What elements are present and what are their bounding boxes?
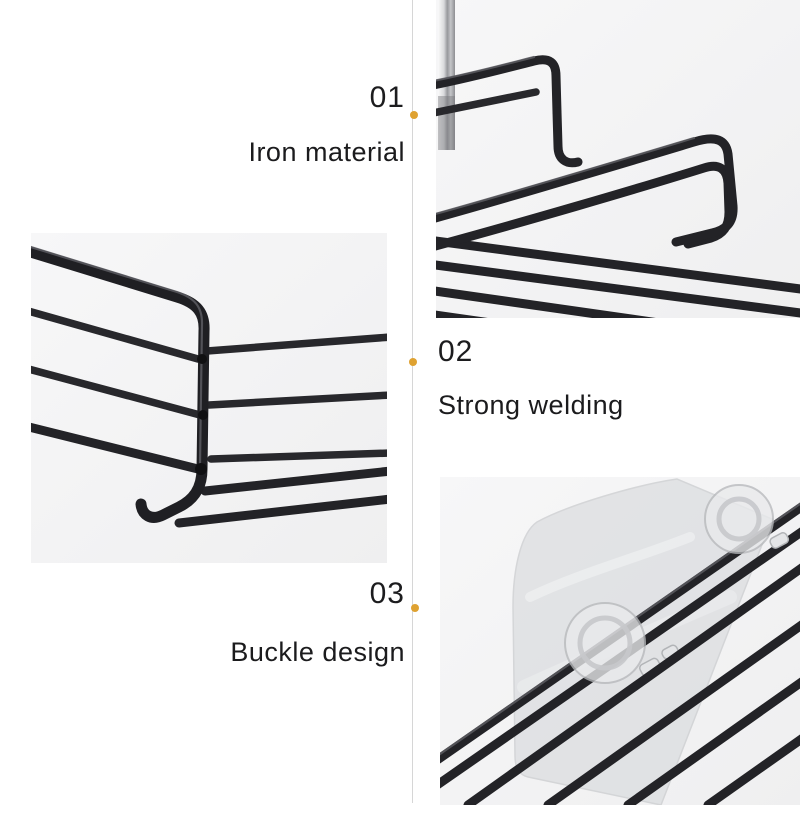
feature-label-buckle-design: Buckle design (230, 637, 405, 667)
feature-label-strong-welding: Strong welding (438, 390, 624, 420)
basket-floor-wires (436, 236, 800, 318)
left-grid-wires (31, 307, 204, 474)
feature-dot-2 (409, 358, 417, 366)
right-grid-wires (174, 333, 387, 528)
chrome-bracket (438, 0, 455, 150)
strong-welding-illustration (31, 233, 387, 563)
weld-joints (195, 354, 208, 475)
feature-number-1: 01 (369, 81, 405, 114)
feature-number-2: 02 (438, 335, 474, 368)
buckle-design-photo (440, 477, 800, 805)
iron-material-illustration (436, 0, 800, 318)
basket-rim-wires (436, 134, 738, 251)
strong-welding-photo (31, 233, 387, 563)
basket-wall-wires (436, 55, 583, 168)
feature-dot-1 (410, 111, 418, 119)
feature-dot-3 (411, 604, 419, 612)
buckle-design-illustration (440, 477, 800, 805)
feature-number-3: 03 (369, 577, 405, 610)
iron-material-photo (436, 0, 800, 318)
corner-frame-wire (31, 245, 210, 523)
suction-buckle-large (564, 602, 679, 684)
feature-label-iron-material: Iron material (248, 137, 405, 167)
divider-line (412, 0, 413, 803)
suction-buckle-small (704, 484, 790, 554)
lower-grid-wires (463, 563, 800, 805)
